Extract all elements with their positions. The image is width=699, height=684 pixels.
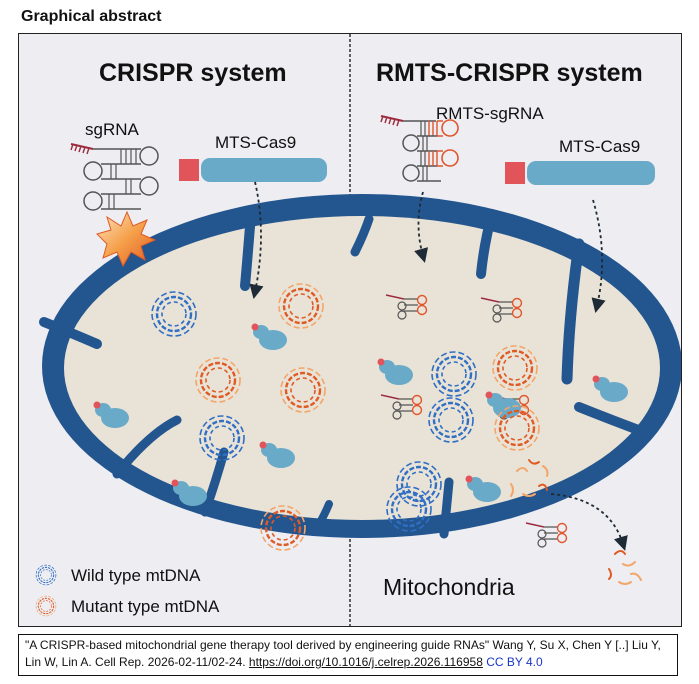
citation-box: "A CRISPR-based mitochondrial gene thera… (18, 634, 678, 676)
graphical-abstract-figure: CRISPR system RMTS-CRISPR system sgRNA M… (18, 33, 682, 627)
rmts-sgrna-in-matrix (525, 522, 568, 548)
mitochondria-label: Mitochondria (383, 574, 515, 600)
mutant-type-mtdna-icon (35, 595, 57, 617)
mts-cas9-protein-icon-right (505, 161, 655, 185)
rmts-crispr-system-title: RMTS-CRISPR system (376, 59, 643, 87)
graphical-abstract-title: Graphical abstract (21, 8, 162, 25)
mitochondrion (39, 194, 681, 539)
rmts-sgrna-label: RMTS-sgRNA (436, 104, 544, 123)
legend-wild-type-label: Wild type mtDNA (71, 566, 201, 585)
mts-cas9-label-right: MTS-Cas9 (559, 137, 641, 156)
wild-type-mtdna-icon (35, 564, 57, 586)
license-link[interactable]: CC BY 4.0 (486, 655, 543, 669)
legend-mutant-type-label: Mutant type mtDNA (71, 597, 220, 616)
import-arrow-rmts-cas9 (591, 199, 606, 314)
crispr-system-title: CRISPR system (99, 59, 287, 87)
sgrna-label: sgRNA (85, 120, 139, 139)
rmts-sgrna-icon (380, 115, 459, 182)
mts-cas9-label: MTS-Cas9 (215, 133, 297, 152)
figure-canvas (35, 34, 681, 626)
blocked-burst-icon (96, 210, 157, 268)
import-arrow (249, 181, 264, 300)
citation-text: "A CRISPR-based mitochondrial gene thera… (25, 638, 661, 669)
export-arrow (550, 493, 628, 551)
doi-link[interactable]: https://doi.org/10.1016/j.celrep.2026.11… (248, 655, 483, 669)
sgrna-icon (70, 143, 159, 211)
mts-cas9-protein-icon (179, 158, 327, 182)
import-arrow-rmts-sgrna (414, 191, 428, 263)
degraded-mtdna-fragments (510, 459, 642, 585)
